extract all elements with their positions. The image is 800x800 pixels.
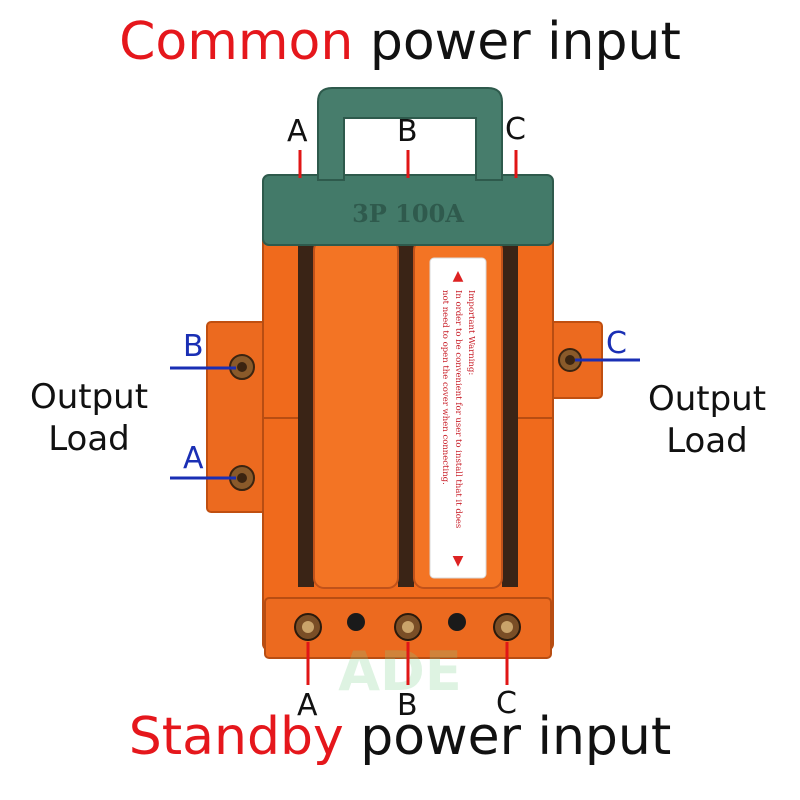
blade-slot (298, 242, 314, 587)
switch-handle (317, 87, 503, 181)
terminal-screw-icon (493, 613, 521, 641)
title-rest: power input (343, 707, 672, 767)
blade-slot (502, 242, 518, 587)
watermark: ADE (338, 640, 462, 703)
svg-text:▲: ▲ (453, 268, 464, 284)
svg-text:In order to be convenient for: In order to be convenient for user to in… (453, 290, 463, 528)
bottom-terminal-label-a: A (297, 688, 318, 723)
title-rest: power input (353, 12, 681, 72)
title-highlight: Common (119, 12, 354, 72)
svg-text:not need to open the cover whe: not need to open the cover when connecti… (440, 290, 450, 485)
label-line: Output (29, 377, 149, 417)
svg-text:▼: ▼ (453, 553, 464, 569)
blade-slot (398, 242, 414, 587)
right-output-load-label: Output Load (622, 378, 792, 462)
screw-icon (229, 354, 255, 380)
label-line: Load (48, 419, 130, 459)
left-output-label-b: B (183, 329, 204, 364)
label-line: Output (647, 379, 767, 419)
bottom-terminal-label-c: C (496, 686, 517, 721)
warning-text: Important Warning: In order to be conven… (440, 290, 476, 528)
label-line: Load (666, 421, 748, 461)
standby-power-input-title: Standby power input (0, 707, 800, 767)
left-output-label-a: A (183, 441, 204, 476)
terminal-hole (347, 613, 365, 631)
top-terminal-label-a: A (287, 114, 308, 149)
top-terminal-label-b: B (397, 114, 418, 149)
title-highlight: Standby (128, 707, 344, 767)
top-terminal-label-c: C (505, 112, 526, 147)
terminal-screw-icon (294, 613, 322, 641)
warning-sticker (429, 257, 487, 579)
bottom-terminal-label-b: B (397, 688, 418, 723)
common-power-input-title: Common power input (0, 12, 800, 72)
terminal-hole (448, 613, 466, 631)
terminal-screw-icon (394, 613, 422, 641)
svg-text:Important Warning:: Important Warning: (466, 290, 476, 375)
device-marking: 3P 100A (352, 199, 464, 228)
left-output-load-label: Output Load (4, 376, 174, 460)
right-output-label-c: C (606, 326, 627, 361)
